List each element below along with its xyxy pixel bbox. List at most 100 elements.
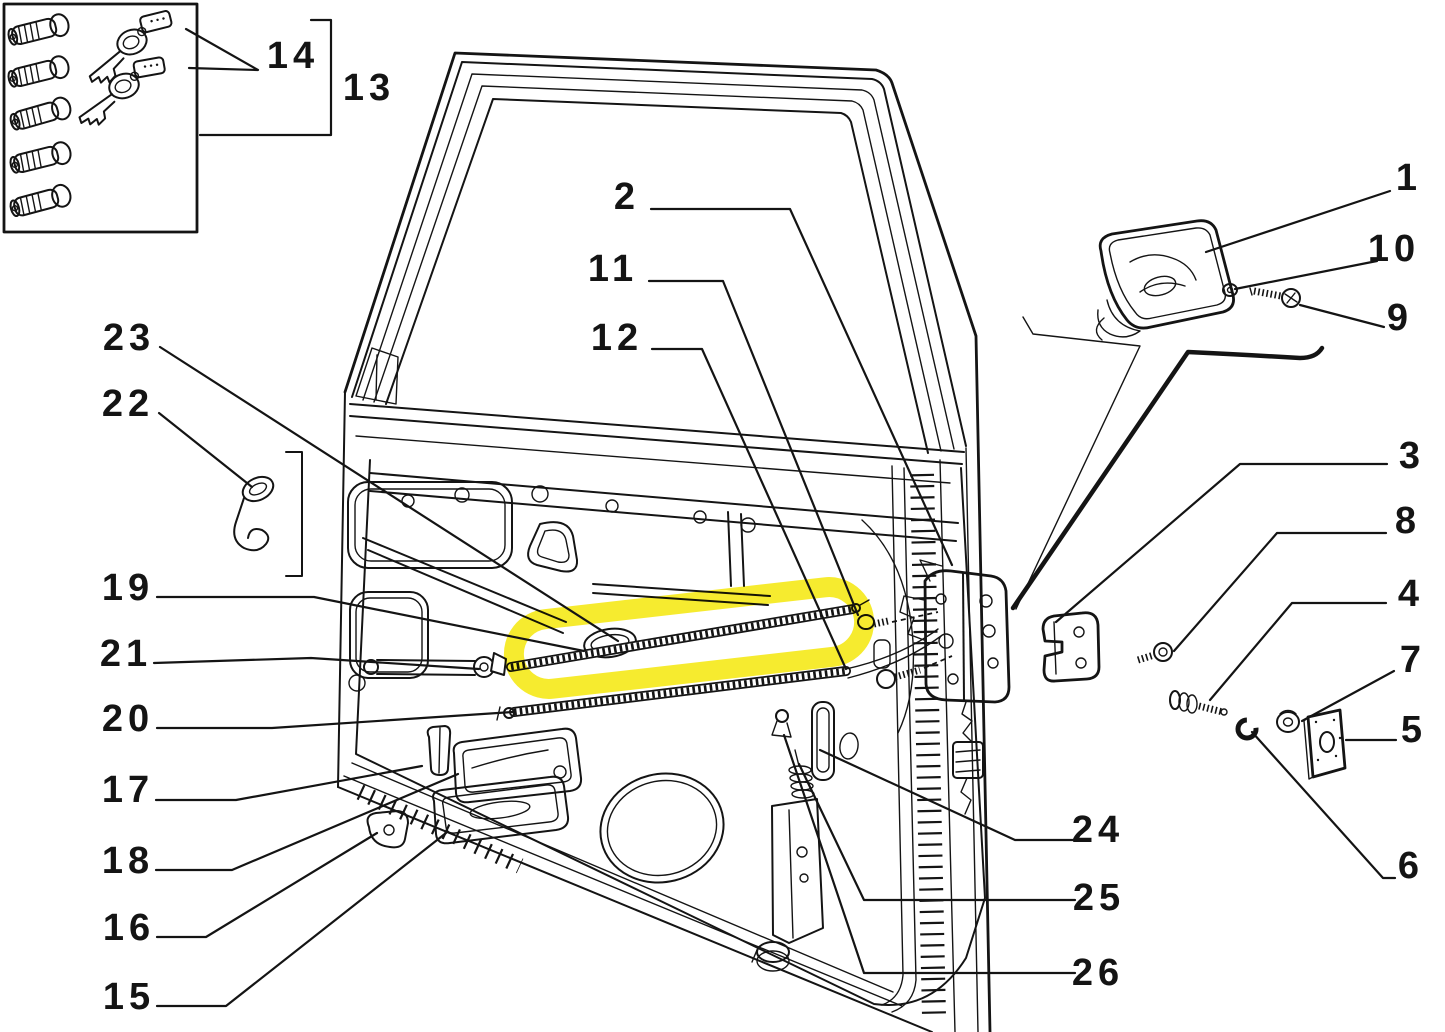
striker-contour <box>1053 621 1057 675</box>
lower-rod-tail <box>847 635 942 679</box>
window-frame-line <box>373 85 942 452</box>
wiring-connector <box>952 741 984 779</box>
handle-screw-tip <box>1249 287 1253 296</box>
lock-cylinder <box>9 183 72 218</box>
callout-1-leader <box>1204 189 1392 254</box>
triangular-cutout <box>527 521 579 573</box>
rod-clip <box>775 709 789 723</box>
callout-6-leader <box>1250 730 1397 880</box>
callout-5: 5 <box>1401 709 1427 751</box>
stud-ridge <box>1186 694 1198 714</box>
callout-13: 13 <box>343 67 395 109</box>
actuator-body <box>771 798 824 944</box>
actuator-mount-ring <box>756 941 790 963</box>
callout-20-leader <box>155 710 515 730</box>
latch-divider <box>962 572 965 702</box>
belt-line <box>349 415 963 465</box>
stud-tip <box>1220 708 1228 716</box>
lower-rod-coil <box>513 667 847 716</box>
lock-knob-lever-line <box>438 727 441 774</box>
clip-plate <box>1306 708 1347 779</box>
window-frame-line <box>362 73 955 450</box>
latch-hole <box>982 624 996 638</box>
door-latch <box>857 559 1011 815</box>
latch-hole <box>987 657 999 669</box>
bolt-hole <box>605 499 619 513</box>
actuator-mount-ring <box>756 950 790 972</box>
callout-8: 8 <box>1395 500 1421 542</box>
door-right-channel <box>939 459 956 1032</box>
callout-15: 15 <box>103 976 155 1018</box>
housing-lever <box>471 749 549 769</box>
washer <box>1276 711 1300 733</box>
clip-plate-hole <box>1319 731 1335 753</box>
inner-panel-edge <box>355 459 986 1006</box>
door-outline <box>337 51 992 1032</box>
callout-7: 7 <box>1400 639 1426 681</box>
belt-line <box>349 403 965 453</box>
latch-hole <box>947 673 959 685</box>
callout-9-leader <box>1298 303 1386 329</box>
strut-cap <box>363 659 379 675</box>
callout-14-leader <box>184 27 260 72</box>
panel-opening-inner <box>606 779 718 877</box>
channel-hatching <box>910 473 946 1017</box>
screw-thread <box>1136 651 1156 664</box>
callout-8-leader <box>1172 531 1388 653</box>
stipple <box>1338 736 1342 740</box>
callout-6: 6 <box>1398 845 1424 887</box>
handle-linkage <box>1015 316 1141 610</box>
clip-head-inner <box>248 482 268 496</box>
callout-20: 20 <box>102 698 154 740</box>
callout-19-leader <box>155 595 586 653</box>
window-regulator <box>362 537 567 678</box>
lock-knob-lever <box>426 725 452 776</box>
bolt-hole <box>693 510 707 524</box>
latch-tab <box>919 559 943 582</box>
callout-17-leader <box>154 764 424 802</box>
pivot-strut <box>376 659 476 662</box>
stipple <box>1316 758 1320 762</box>
door-bottom-edge <box>337 786 933 1032</box>
handle-body <box>1098 219 1235 330</box>
key <box>88 10 173 84</box>
panel-opening-inner <box>355 597 423 673</box>
upper-rod <box>507 605 857 671</box>
lock-cylinder <box>7 13 70 46</box>
rod-clip-leg <box>771 720 792 738</box>
callout-18: 18 <box>102 840 154 882</box>
stud-ridge <box>1169 690 1181 710</box>
clip-head <box>241 475 275 503</box>
handle-washer-hole <box>1226 286 1234 294</box>
screw-head <box>1153 642 1173 662</box>
washer-shade <box>1279 709 1297 715</box>
callout-19: 19 <box>102 567 154 609</box>
callout-2: 2 <box>614 176 640 218</box>
callout-7-leader <box>1300 669 1396 723</box>
callout-17: 17 <box>102 769 154 811</box>
stipple <box>1314 720 1318 724</box>
panel-opening <box>349 591 429 679</box>
callout-22-leader <box>157 411 254 489</box>
latch-hole <box>938 633 954 649</box>
callout-12-leader <box>650 347 848 671</box>
handle-lever <box>1143 275 1177 297</box>
handle-housing <box>452 727 583 804</box>
callout-24-leader <box>818 748 1076 842</box>
callout-14: 14 <box>267 35 319 77</box>
callout-15-leader <box>155 831 448 1008</box>
latch-wire <box>961 701 973 742</box>
latch-screw-thread <box>873 617 889 628</box>
oval-hole <box>583 627 637 659</box>
lock-cylinder-kit-box <box>2 2 199 234</box>
door-right-channel <box>965 447 979 1032</box>
callout-4: 4 <box>1398 573 1424 615</box>
highlight-marker <box>503 577 875 699</box>
callout-3: 3 <box>1399 435 1425 477</box>
belt-line <box>355 435 951 484</box>
handle-screw-head <box>1281 288 1301 308</box>
latch-screw-thread <box>894 666 921 681</box>
bolt-hole <box>454 487 470 503</box>
callout-9: 9 <box>1387 297 1413 339</box>
oval-hole <box>839 732 859 760</box>
